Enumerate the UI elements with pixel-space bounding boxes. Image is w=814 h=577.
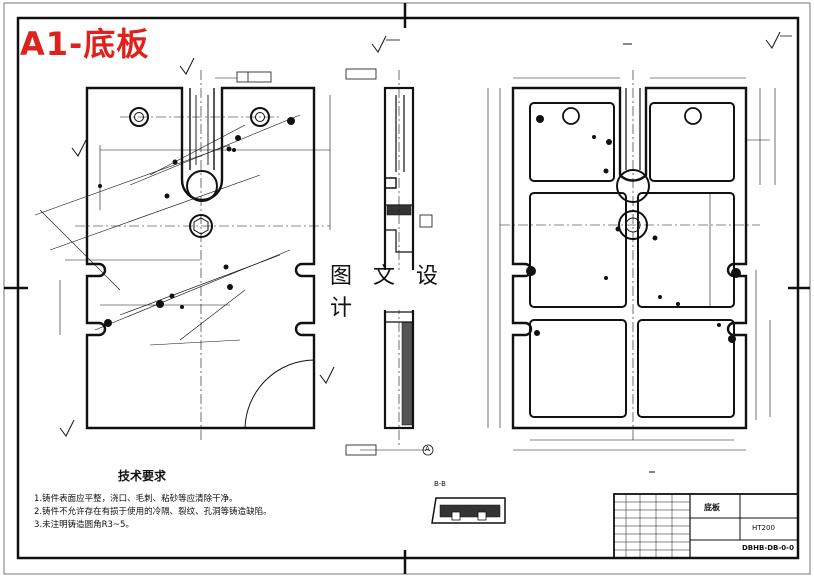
- top-view: [487, 31, 792, 473]
- side-view: [345, 35, 434, 456]
- centering-marks: [4, 3, 810, 574]
- title-block-material: HT200: [752, 524, 775, 532]
- technical-requirement-3: 3.未注明铸造圆角R3~5。: [34, 520, 134, 530]
- title-block: [613, 493, 799, 559]
- watermark-text: 图 文 设 计: [330, 264, 480, 321]
- datum-a-label: A: [425, 445, 430, 453]
- title-block-drawing-number: DBHB-DB-0-0: [742, 544, 794, 552]
- section-label: B-B: [434, 480, 446, 488]
- front-view: [34, 57, 335, 440]
- top-outline: [511, 86, 748, 430]
- technical-requirements-title: 技术要求: [118, 469, 167, 483]
- section-b-b: [431, 497, 506, 524]
- front-outline: [85, 86, 316, 430]
- technical-requirement-1: 1.铸件表面应平整，浇口、毛刺、粘砂等应清除干净。: [34, 494, 238, 504]
- title-block-part-name: 底板: [704, 503, 720, 512]
- technical-requirement-2: 2.铸件不允许存在有损于使用的冷隔、裂纹、孔洞等铸造缺陷。: [34, 507, 272, 517]
- drawing-title: A1-底板: [20, 25, 150, 63]
